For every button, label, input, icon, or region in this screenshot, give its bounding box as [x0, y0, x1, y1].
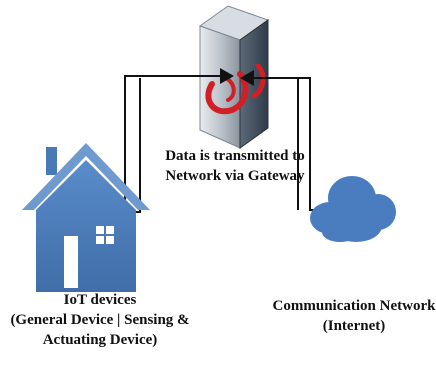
- iot-devices-caption: IoT devices (General Device | Sensing & …: [0, 290, 200, 350]
- iot-caption-line1: IoT devices: [63, 292, 137, 308]
- network-caption: Communication Network (Internet): [272, 296, 436, 336]
- gateway-caption-line1: Data is transmitted to: [165, 148, 305, 164]
- server-tower-icon: [198, 5, 270, 149]
- iot-caption-line3: Actuating Device): [42, 332, 158, 348]
- cloud-icon: [310, 176, 396, 242]
- house-icon: [22, 143, 150, 292]
- iot-caption-line2: (General Device | Sensing &: [10, 312, 190, 328]
- house-to-gateway-connector: [124, 68, 234, 210]
- network-caption-line1: Communication Network: [272, 298, 436, 314]
- network-caption-line2: (Internet): [322, 318, 386, 334]
- gateway-caption: Data is transmitted to Network via Gatew…: [150, 146, 320, 186]
- gateway-caption-line2: Network via Gateway: [165, 168, 305, 184]
